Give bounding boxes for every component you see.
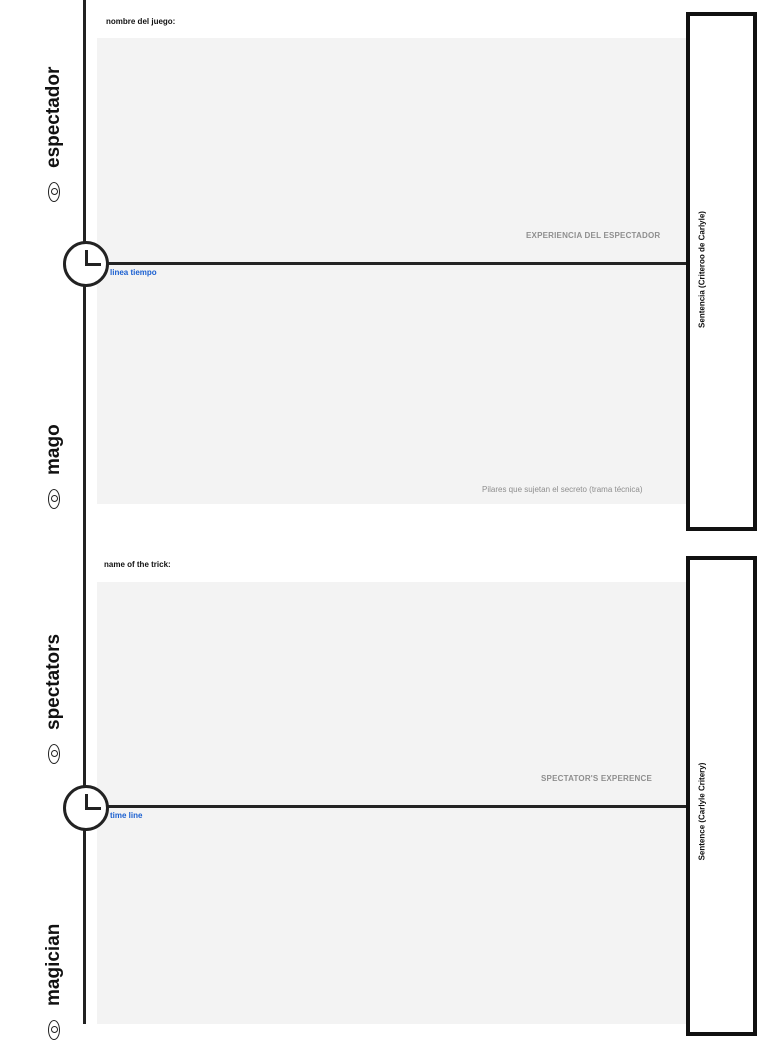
eye-icon [48,182,60,202]
clock-icon [63,241,109,287]
role-spectator-text: espectador [43,66,64,168]
vertical-spine-line [83,0,86,1024]
eye-icon [48,489,60,509]
spectator-experience-label: EXPERIENCIA DEL ESPECTADOR [526,231,661,240]
worksheet-panel [97,582,687,1024]
role-spectator: espectador [42,62,66,202]
timeline-line [86,805,688,808]
worksheet-panel [97,38,687,504]
eye-icon [48,1020,60,1040]
trick-name-label: name of the trick: [104,560,171,569]
sentence-box[interactable] [686,556,757,1036]
clock-icon [63,785,109,831]
sentence-label: Sentence (Carlyle Critery) [697,762,707,861]
sentence-label: Sentencia (Criteroo de Carlyle) [697,211,707,328]
game-name-label: nombre del juego: [106,17,176,26]
role-magician-text: mago [43,424,64,475]
timeline-line [86,262,688,265]
sentence-box[interactable] [686,12,757,531]
role-spectators-text: spectators [43,633,64,730]
role-spectators: spectators [42,584,66,764]
role-magician-text: magician [43,923,64,1006]
pillars-label: Pilares que sujetan el secreto (trama té… [482,485,643,494]
eye-icon [48,744,60,764]
timeline-label: linea tiempo [110,268,157,277]
role-magician: mago [42,369,66,509]
role-magician: magician [42,880,66,1040]
timeline-label: time line [110,811,143,820]
spectator-experience-label: SPECTATOR'S EXPERENCE [541,774,653,783]
